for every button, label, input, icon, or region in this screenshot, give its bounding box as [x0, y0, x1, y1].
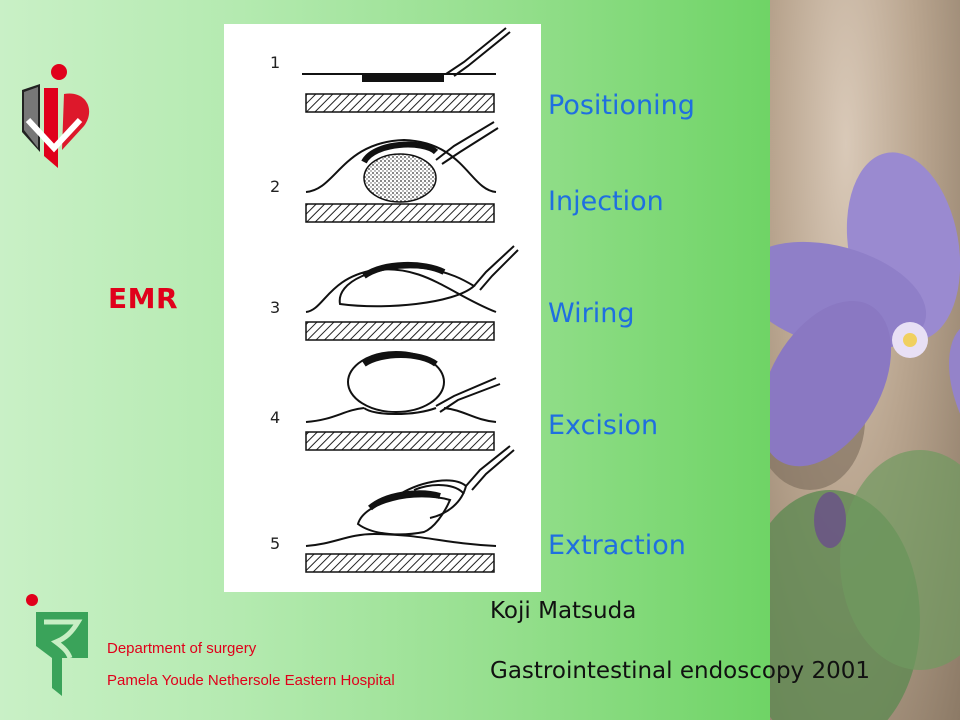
hospital-name: Pamela Youde Nethersole Eastern Hospital [107, 672, 395, 689]
step-5-extraction-drawing [305, 445, 515, 573]
step-2-injection-drawing [305, 121, 499, 223]
step-1-positioning-drawing [302, 27, 511, 113]
department-name: Department of surgery [107, 640, 257, 657]
step-label-injection: Injection [548, 186, 664, 217]
step-number: 5 [270, 534, 280, 553]
reference-journal: Gastrointestinal endoscopy 2001 [490, 658, 870, 684]
step-number: 2 [270, 177, 280, 196]
department-logo-icon [22, 588, 98, 700]
hospital-heart-logo-icon [14, 60, 98, 172]
reference-author: Koji Matsuda [490, 598, 637, 624]
flower-photo [770, 0, 960, 720]
emr-procedure-diagram: 1 2 3 4 5 [224, 24, 541, 592]
step-number: 4 [270, 408, 280, 427]
step-label-excision: Excision [548, 410, 659, 441]
step-label-positioning: Positioning [548, 90, 695, 121]
step-number: 3 [270, 298, 280, 317]
step-3-wiring-drawing [305, 245, 519, 341]
page-title: EMR [108, 282, 179, 315]
step-4-excision-drawing [305, 351, 501, 451]
step-number: 1 [270, 53, 280, 72]
step-label-extraction: Extraction [548, 530, 686, 561]
step-label-wiring: Wiring [548, 298, 635, 329]
